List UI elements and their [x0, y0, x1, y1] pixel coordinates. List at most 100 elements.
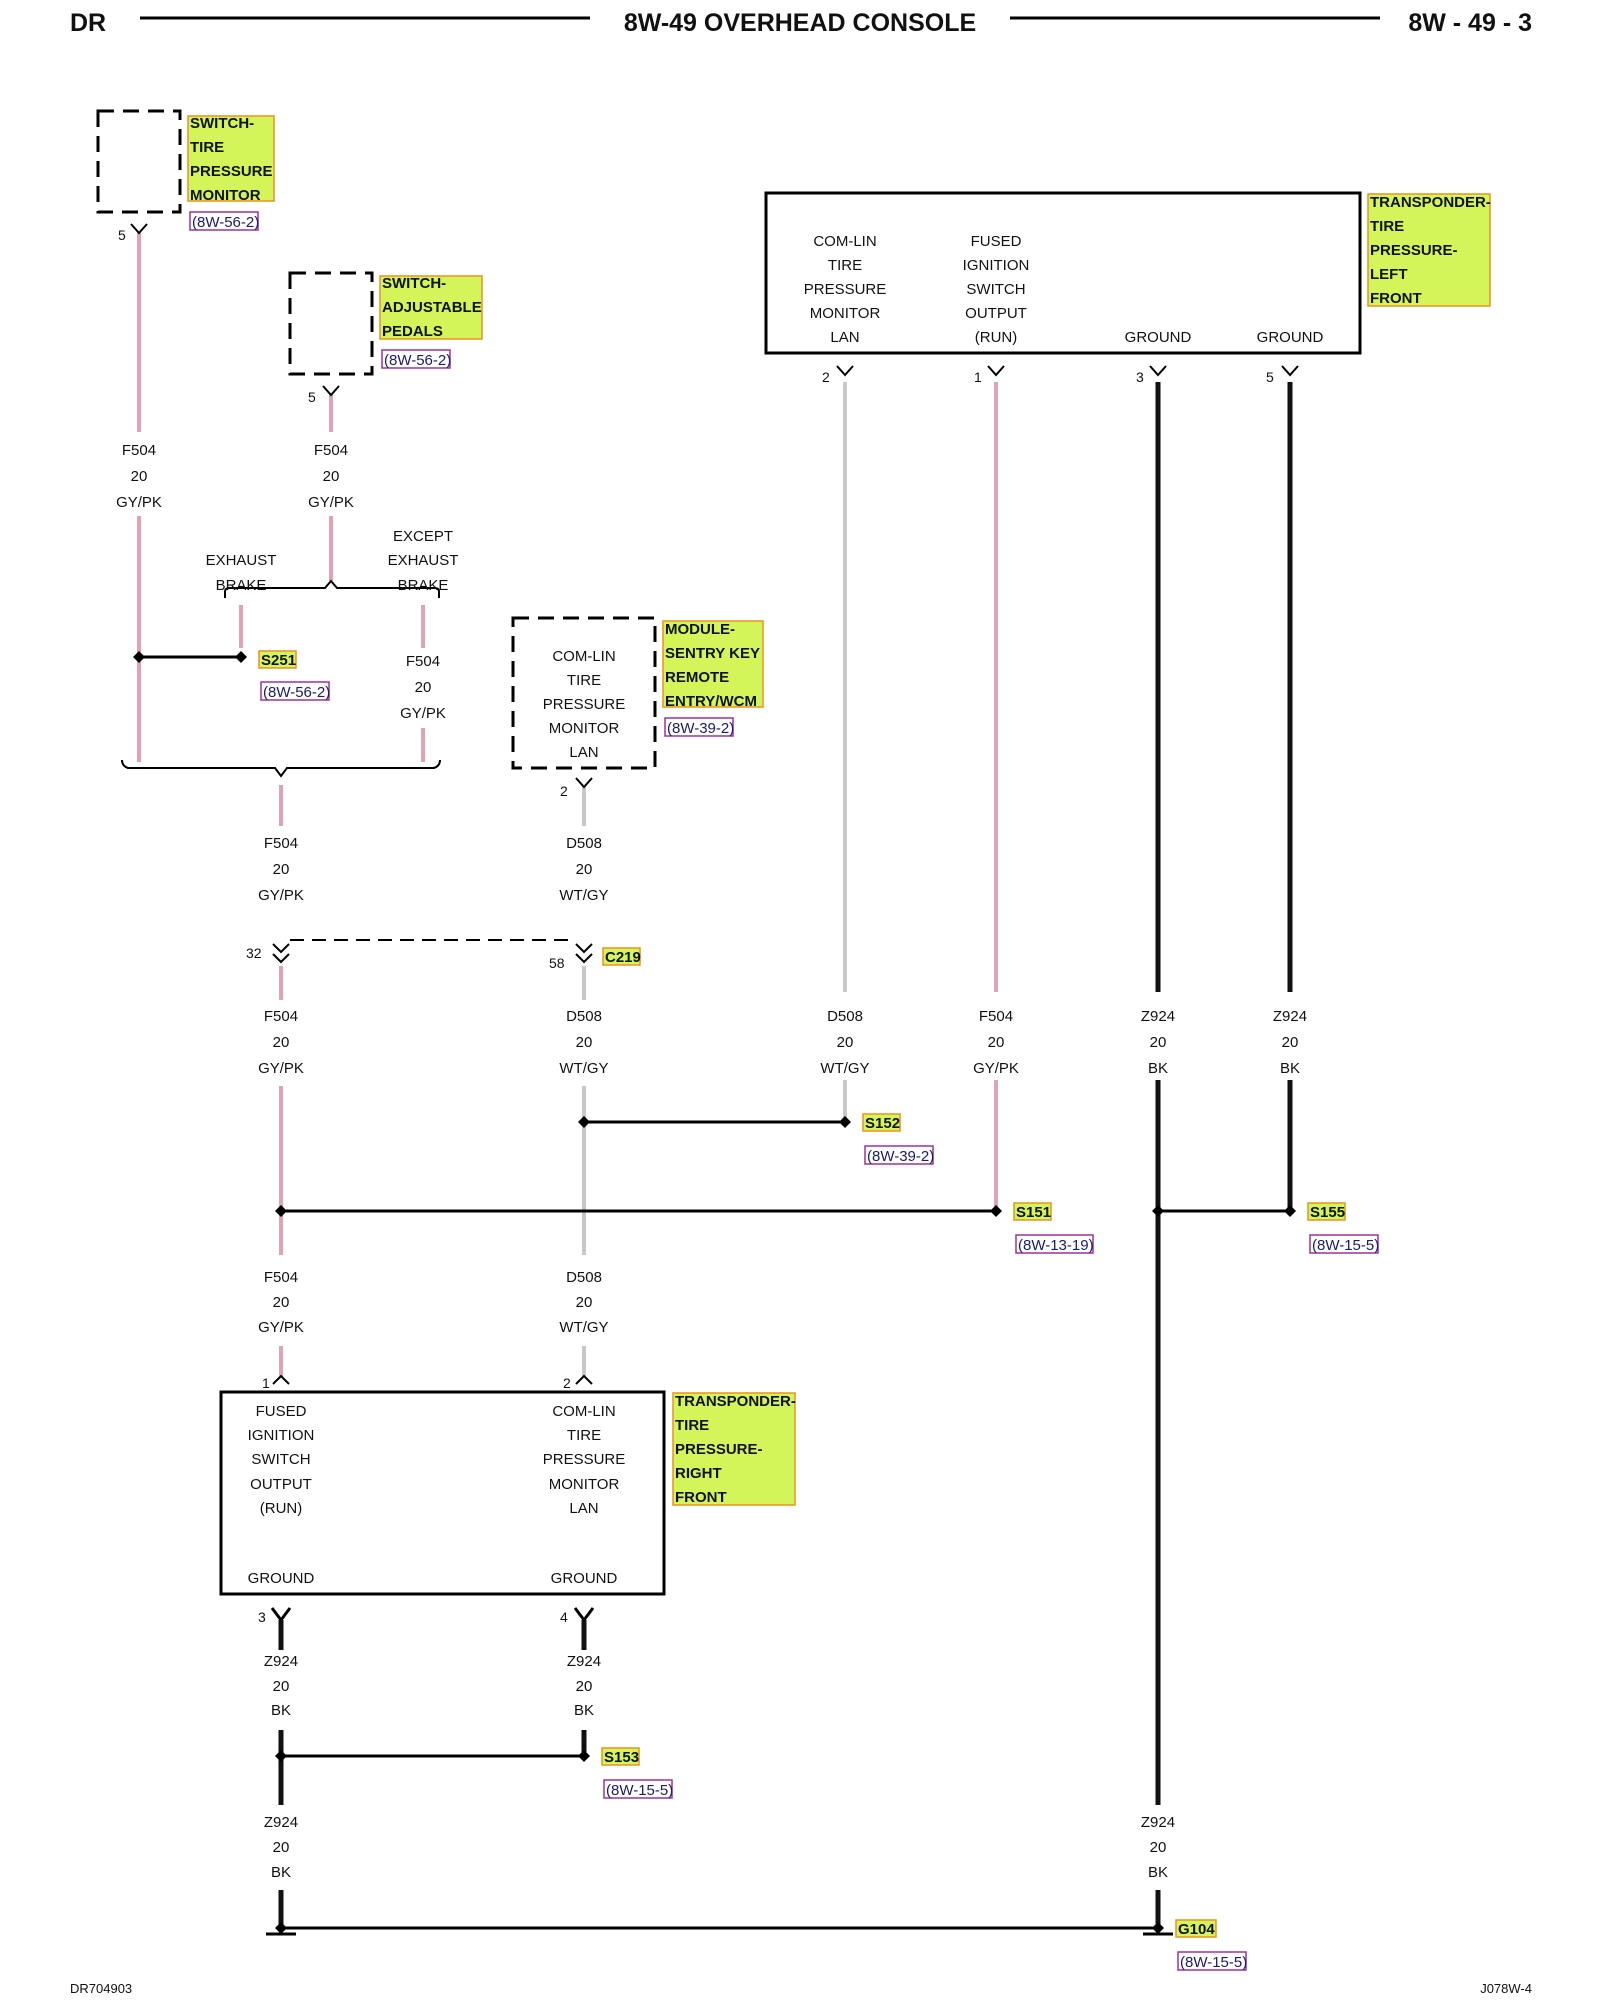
transponder-rf-col1-line1: FUSED: [256, 1403, 307, 1420]
transponder-rf-col2-line3: PRESSURE: [543, 1451, 626, 1468]
w15-color: BK: [574, 1702, 594, 1719]
switch-tpm-pin-terminal: [130, 223, 148, 235]
transponder-rf-line-1: TRANSPONDER-: [675, 1393, 796, 1410]
w17-circuit: Z924: [1141, 1814, 1175, 1831]
splice-s251-ref-link[interactable]: (8W-56-2): [263, 684, 330, 701]
w14-circuit: Z924: [264, 1653, 298, 1670]
transponder-lf-line-2: TIRE: [1370, 218, 1404, 235]
w16-circuit: Z924: [264, 1814, 298, 1831]
transponder-lf-line-1: TRANSPONDER-: [1370, 194, 1491, 211]
switch-tpm-line-3: PRESSURE: [190, 163, 273, 180]
splice-s155-id: S155: [1310, 1204, 1345, 1221]
w9-color: GY/PK: [973, 1060, 1019, 1077]
module-skr-pin: 2: [560, 783, 568, 799]
module-skr-ref-link[interactable]: (8W-39-2): [667, 720, 734, 737]
w1-gauge: 20: [131, 468, 148, 485]
w8-gauge: 20: [837, 1034, 854, 1051]
splice-s251-tag: S251: [258, 650, 297, 669]
splice-node-s152-b: [839, 1116, 851, 1128]
w14-color: BK: [271, 1702, 291, 1719]
transponder-rf-col1-line3: SWITCH: [251, 1451, 310, 1468]
switch-pedals-pin: 5: [308, 389, 316, 405]
splice-s151-ref-link[interactable]: (8W-13-19): [1018, 1237, 1094, 1254]
splice-s155-ref-link[interactable]: (8W-15-5): [1312, 1237, 1379, 1254]
module-skr-col-line4: MONITOR: [549, 720, 620, 737]
w6-color: GY/PK: [258, 1060, 304, 1077]
connector-c219-tag-bg: [602, 947, 641, 966]
option-bracket-top: [224, 579, 440, 598]
transponder-lf-label-bg: [1367, 193, 1491, 307]
connector-c219-pin58-symbol: [575, 943, 593, 964]
transponder-lf-pin-5: 5: [1266, 369, 1274, 385]
ground-node-g104-b: [1152, 1922, 1164, 1934]
wire-label-w10: Z924 20 BK: [1141, 1008, 1175, 1077]
ground-g104-id: G104: [1178, 1921, 1215, 1938]
w1-color: GY/PK: [116, 494, 162, 511]
splice-s151-id: S151: [1016, 1204, 1051, 1221]
transponder-rf-line-5: FRONT: [675, 1489, 727, 1506]
switch-pedals-box: [288, 271, 374, 376]
wire-label-w13: D508 20 WT/GY: [559, 1269, 608, 1336]
splice-node-s251-b: [235, 651, 247, 663]
transponder-rf-line-3: PRESSURE-: [675, 1441, 763, 1458]
wire-label-w14: Z924 20 BK: [264, 1653, 298, 1719]
w15-gauge: 20: [576, 1678, 593, 1695]
w3-color: GY/PK: [400, 705, 446, 722]
transponder-rf-pin-3: 3: [258, 1609, 266, 1625]
w11-circuit: Z924: [1273, 1008, 1307, 1025]
splice-node-s251-a: [133, 651, 145, 663]
module-skr-line-3: REMOTE: [665, 669, 729, 686]
w12-circuit: F504: [264, 1269, 298, 1286]
transponder-lf-col1-line4: MONITOR: [810, 305, 881, 322]
wire-label-w15: Z924 20 BK: [567, 1653, 601, 1719]
splice-s152-tag: S152: [862, 1113, 901, 1132]
option-except-line1: EXCEPT: [393, 528, 453, 545]
transponder-lf-col1-line2: TIRE: [828, 257, 862, 274]
transponder-rf-ground-2: GROUND: [551, 1570, 618, 1587]
splice-node-s151-b: [990, 1205, 1002, 1217]
splice-s155-tag: S155: [1307, 1202, 1346, 1221]
transponder-rf-pin-4: 4: [560, 1609, 568, 1625]
transponder-rf-pin-2: 2: [563, 1375, 571, 1391]
transponder-lf-col1-line3: PRESSURE: [804, 281, 887, 298]
w17-color: BK: [1148, 1864, 1168, 1881]
splice-s152-ref-link[interactable]: (8W-39-2): [867, 1148, 934, 1165]
module-skr-line-2: SENTRY KEY: [665, 645, 760, 662]
wire-label-w17: Z924 20 BK: [1141, 1814, 1175, 1881]
w17-gauge: 20: [1150, 1839, 1167, 1856]
ground-g104-ref-link[interactable]: (8W-15-5): [1180, 1954, 1247, 1971]
switch-tpm-label: SWITCH- TIRE PRESSURE MONITOR: [187, 115, 275, 204]
option-except-line3: BRAKE: [398, 577, 449, 594]
transponder-lf-col4-ground: GROUND: [1257, 329, 1324, 346]
splice-s153-tag-bg: [601, 1747, 640, 1766]
ground-g104-ref-box: [1177, 1951, 1247, 1971]
connector-c219-pin-a: 32: [246, 945, 262, 961]
transponder-rf-col2-line1: COM-LIN: [552, 1403, 615, 1420]
wire-label-w2: F504 20 GY/PK: [308, 442, 354, 511]
w7-gauge: 20: [576, 1034, 593, 1051]
w15-circuit: Z924: [567, 1653, 601, 1670]
w6-circuit: F504: [264, 1008, 298, 1025]
splice-s251-id: S251: [261, 652, 296, 669]
switch-pedals-ref-link[interactable]: (8W-56-2): [384, 352, 451, 369]
module-skr-pin-terminal: [575, 777, 593, 789]
splice-s153-ref-link[interactable]: (8W-15-5): [606, 1782, 673, 1799]
header-left: DR: [70, 9, 106, 37]
transponder-rf-pin1-terminal: [272, 1374, 290, 1385]
w14-gauge: 20: [273, 1678, 290, 1695]
transponder-lf-col2-line4: OUTPUT: [965, 305, 1027, 322]
wire-label-w7: D508 20 WT/GY: [559, 1008, 608, 1077]
transponder-lf-box: [764, 191, 1362, 355]
option-bracket-bottom: [121, 759, 441, 778]
transponder-lf-pin2-terminal: [836, 365, 854, 377]
switch-tpm-ref-link[interactable]: (8W-56-2): [192, 214, 259, 231]
transponder-lf-line-4: LEFT: [1370, 266, 1408, 283]
w2-color: GY/PK: [308, 494, 354, 511]
ground-g104-tag: G104: [1175, 1919, 1217, 1938]
transponder-rf-col1-line2: IGNITION: [248, 1427, 315, 1444]
splice-node-s155-b: [1284, 1205, 1296, 1217]
w8-circuit: D508: [827, 1008, 863, 1025]
w5-circuit: D508: [566, 835, 602, 852]
splice-s155-tag-bg: [1307, 1202, 1346, 1221]
wire-label-w12: F504 20 GY/PK: [258, 1269, 304, 1336]
